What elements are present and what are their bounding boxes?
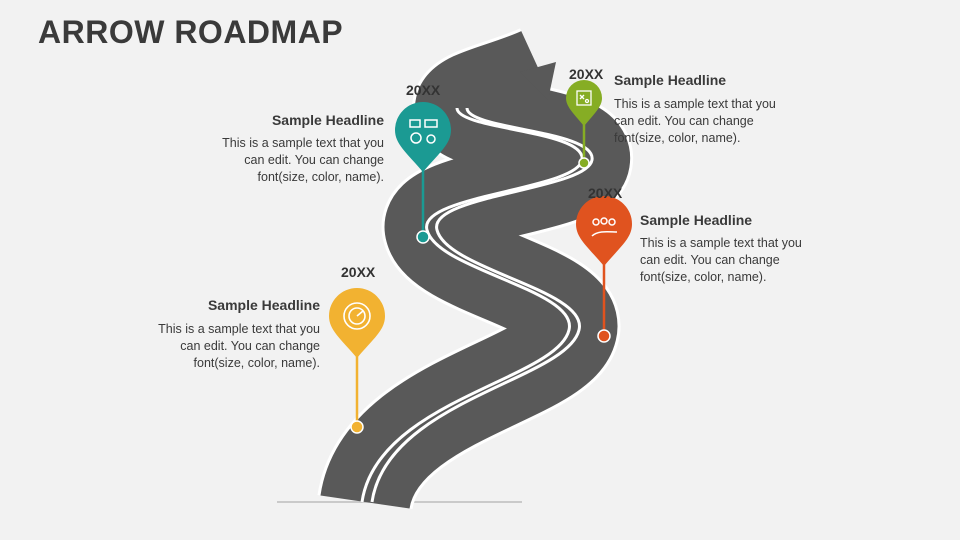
milestone-3-year: 20XX [588,185,623,201]
milestone-4-year: 20XX [569,66,604,82]
strategy-board-icon [576,90,592,106]
lane-marking [370,107,594,503]
milestone-4-headline: Sample Headline [614,72,727,88]
milestone-2-year: 20XX [406,82,441,98]
milestone-4-text: This is a sample text that you can edit.… [614,97,776,145]
milestone-pin-3 [576,196,632,343]
team-settings-icon [409,119,438,144]
milestone-3-text: This is a sample text that you can edit.… [640,236,802,284]
speedometer-icon [343,302,371,330]
milestone-1-year: 20XX [341,264,376,280]
milestone-1-text: This is a sample text that you can edit.… [158,322,320,370]
milestone-2-text: This is a sample text that you can edit.… [222,136,384,184]
milestone-pin-2 [395,102,451,244]
milestone-3-headline: Sample Headline [640,212,753,228]
milestone-pin-1 [329,288,385,434]
team-hand-icon [591,217,618,237]
milestone-1-headline: Sample Headline [207,297,320,313]
milestone-2-headline: Sample Headline [271,112,384,128]
arrow-head [520,62,556,100]
milestone-pin-4 [566,80,602,169]
page-title: ARROW ROADMAP [38,14,344,50]
lane-marking [360,107,584,503]
